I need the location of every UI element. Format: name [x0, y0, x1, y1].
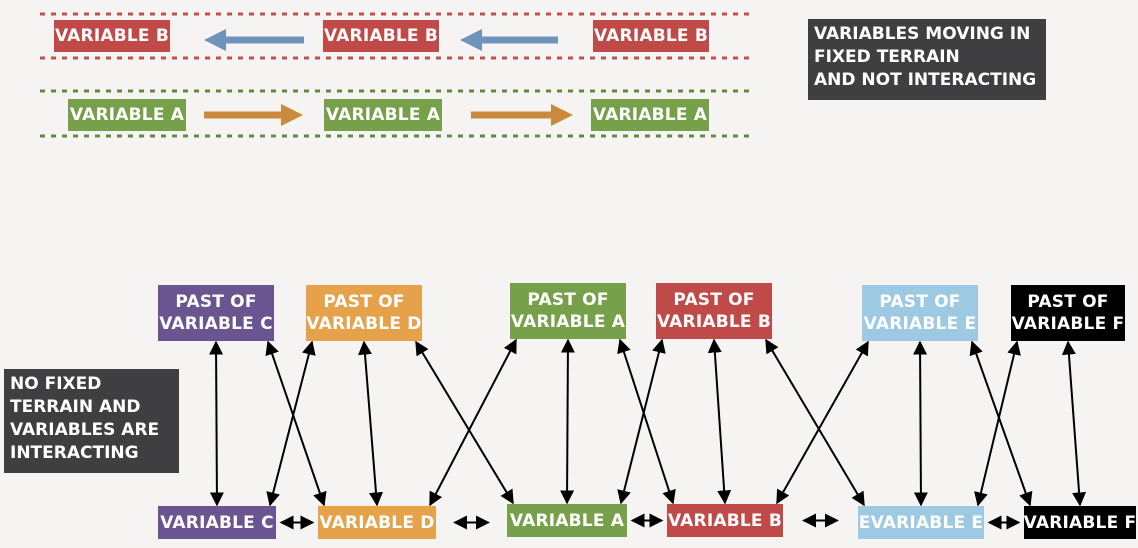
lane-b-arrow-1: [204, 29, 304, 51]
lane-b-box-1: VARIABLE B: [54, 20, 170, 52]
node-variable-e: EVARIABLE E: [858, 506, 984, 539]
edge-pd-c: [266, 340, 316, 507]
lane-a-box-3: VARIABLE A: [591, 99, 709, 131]
lane-a-box-2: VARIABLE A: [324, 99, 442, 131]
lane-a-arrow-1: [204, 104, 303, 126]
edge-pa-a: [560, 338, 575, 505]
node-variable-d: VARIABLE D: [318, 506, 436, 539]
node-variable-c: VARIABLE C: [158, 506, 276, 539]
past-node-variable-a: PAST OF VARIABLE A: [510, 283, 626, 339]
edge-pb-a: [617, 338, 666, 505]
edge-pc-c: [209, 340, 224, 507]
edge-pd-d: [358, 340, 383, 507]
node-variable-f: VARIABLE F: [1024, 506, 1136, 539]
edge-pa-d: [429, 338, 517, 507]
fixed-terrain-label: VARIABLES MOVING IN FIXED TERRAIN AND NO…: [808, 19, 1046, 100]
past-node-variable-d: PAST OF VARIABLE D: [306, 285, 422, 341]
edge-pe-e: [913, 340, 928, 507]
edge-pb-b: [707, 338, 732, 505]
lane-a-box-1: VARIABLE A: [68, 99, 186, 131]
past-node-variable-b: PAST OF VARIABLE B: [656, 283, 772, 339]
lane-b-box-3: VARIABLE B: [593, 20, 709, 52]
node-variable-b: VARIABLE B: [667, 504, 783, 537]
lane-b-box-2: VARIABLE B: [323, 20, 439, 52]
past-node-variable-c: PAST OF VARIABLE C: [158, 285, 274, 341]
edge-pf-f: [1061, 340, 1087, 507]
past-node-variable-e: PAST OF VARIABLE E: [862, 285, 978, 341]
lane-b-arrow-2: [460, 29, 558, 51]
edge-pf-e: [974, 340, 1021, 507]
past-node-variable-f: PAST OF VARIABLE F: [1011, 285, 1125, 341]
edge-pe-b: [776, 340, 869, 505]
edge-pb-e: [765, 338, 865, 507]
node-variable-a: VARIABLE A: [507, 504, 627, 537]
edge-pe-f: [969, 340, 1033, 507]
lane-a-arrow-2: [471, 104, 573, 126]
interacting-label: NO FIXED TERRAIN AND VARIABLES ARE INTER…: [4, 369, 179, 473]
edge-pd-a: [415, 340, 514, 505]
